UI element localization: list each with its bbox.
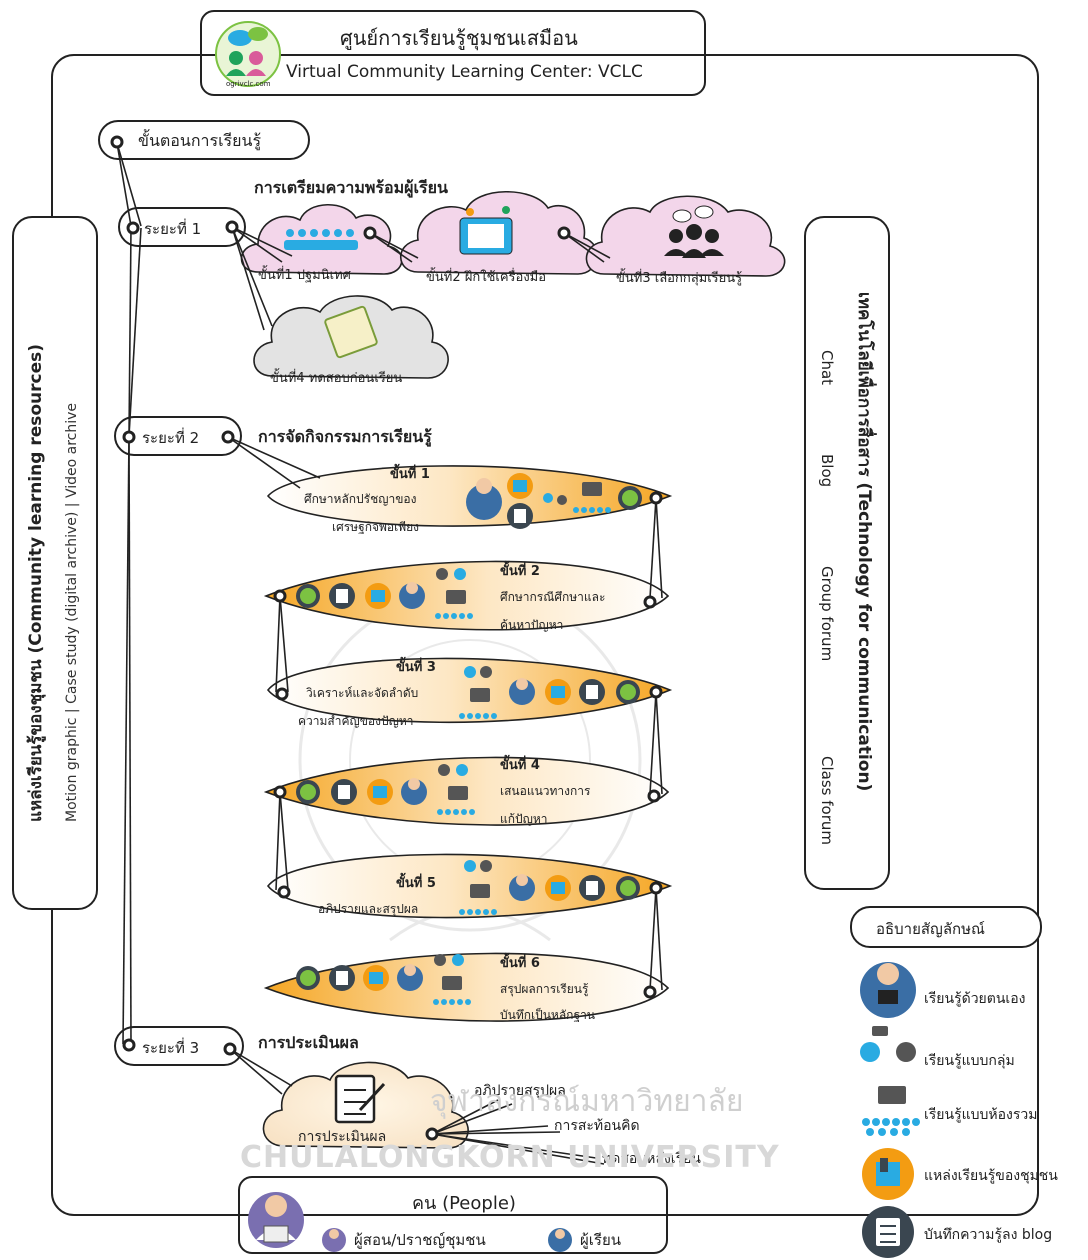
phase2-label: ระยะที่ 2 — [142, 429, 200, 447]
right-panel-item-chat: Chat — [818, 350, 836, 386]
leaf4-line1: เสนอแนวทางการ — [500, 784, 591, 798]
teacher-icon-small — [322, 1228, 346, 1252]
phase1-label-box — [118, 207, 246, 247]
watermark-thai: จุฬาลงกรณ์มหาวิทยาลัย — [430, 1084, 744, 1119]
leaf3-heading: ขั้นที่ 3 — [396, 660, 436, 675]
right-panel-title: เทคโนโลยีเพื่อการสื่อสาร (Technology for… — [854, 292, 874, 792]
phase3-title: การประเมินผล — [258, 1033, 359, 1052]
cloud-step1 — [240, 204, 403, 275]
leaf-icons — [296, 473, 642, 1005]
right-panel-item-group-forum: Group forum — [818, 566, 836, 662]
cloud-step3 — [585, 195, 786, 277]
evaluation-center: การประเมินผล — [298, 1129, 387, 1145]
legend-community-resource-icon — [862, 1148, 914, 1200]
leaf1-line2: เศรษฐกิจพอเพียง — [332, 520, 420, 534]
left-panel — [12, 216, 98, 910]
evaluation-branch-posttest: ทดสอบหลังเรียน — [602, 1151, 701, 1167]
legend-label-community-resource: แหล่งเรียนรู้ของชุมชน — [924, 1168, 1058, 1184]
process-label-box — [98, 120, 310, 160]
phase1-title: การเตรียมความพร้อมผู้เรียน — [254, 178, 448, 197]
people-box — [238, 1176, 668, 1254]
leaf6-line1: สรุปผลการเรียนรู้ — [500, 982, 589, 996]
cloud-icon-group — [664, 205, 724, 258]
legend-group-learning-icon — [860, 1026, 916, 1062]
phase2-connectors — [227, 436, 663, 991]
leaf1-line1: ศึกษาหลักปรัชญาของ — [304, 492, 417, 506]
phase1-step3: ขั้นที่3 เลือกกลุ่มเรียนรู้ — [616, 271, 743, 286]
evaluation-branch-reflect: การสะท้อนคิด — [554, 1118, 640, 1134]
leaf5-heading: ขั้นที่ 5 — [396, 876, 436, 891]
leaf2-heading: ขั้นที่ 2 — [500, 564, 540, 579]
leaf6-heading: ขั้นที่ 6 — [500, 956, 540, 971]
legend-self-study-icon — [860, 962, 916, 1018]
people-teacher-label: ผู้สอน/ปราชญ์ชุมชน — [354, 1231, 486, 1249]
timeline-lines — [116, 142, 142, 1045]
phase2-label-box — [114, 416, 242, 456]
left-panel-subtitle: Motion graphic | Case study (digital arc… — [64, 402, 80, 822]
watermark-english: CHULALONGKORN UNIVERSITY — [240, 1140, 780, 1175]
left-panel-title: แหล่งเรียนรู้ของชุมชน (Community learnin… — [26, 343, 46, 822]
right-panel-item-blog: Blog — [818, 454, 836, 488]
cloud-icon-people-row — [284, 229, 358, 250]
legend-label-group: เรียนรู้แบบกลุ่ม — [924, 1053, 1015, 1069]
phase3-label-box — [114, 1026, 244, 1066]
teacher-avatar-large — [248, 1192, 304, 1248]
phase1-step2: ขั้นที่2 ฝึกใช้เครื่องมือ — [426, 270, 547, 285]
legend-class-learning-icon — [862, 1086, 920, 1136]
leaf4-line2: แก้ปัญหา — [500, 812, 548, 826]
right-panel-item-class-forum: Class forum — [818, 756, 836, 845]
leaf-step2 — [263, 560, 670, 631]
legend-label-class: เรียนรู้แบบห้องรวม — [924, 1107, 1038, 1123]
leaf5-line1: อภิปรายและสรุปผล — [318, 902, 419, 916]
leaf-step3 — [266, 657, 673, 724]
legend-blog-note-icon — [862, 1206, 914, 1258]
phase1-step4: ขั้นที่4 ทดสอบก่อนเรียน — [270, 371, 403, 386]
right-panel — [804, 216, 890, 890]
phase3-label: ระยะที่ 3 — [142, 1039, 200, 1057]
header-title-thai: ศูนย์การเรียนรู้ชุมชนเสมือน — [340, 26, 578, 50]
leaf-step6 — [263, 952, 670, 1022]
legend-title-box — [850, 906, 1042, 948]
leaf6-line2: บันทึกเป็นหลักฐาน — [500, 1008, 596, 1022]
cloud-icon-test-paper — [324, 305, 378, 359]
evaluation-branch-discuss: อภิปรายสรุปผล — [474, 1083, 566, 1099]
leaf2-line1: ศึกษากรณีศึกษาและ — [500, 590, 606, 604]
people-learner-label: ผู้เรียน — [580, 1231, 622, 1249]
leaf2-line2: ค้นหาปัญหา — [500, 618, 564, 632]
vclc-logo — [215, 21, 281, 87]
legend-label-blog: บันทึกความรู้ลง blog — [924, 1227, 1053, 1243]
phase1-step1: ขั้นที่1 ปฐมนิเทศ — [258, 268, 351, 283]
cloud-evaluation — [262, 1061, 469, 1149]
leaf4-heading: ขั้นที่ 4 — [500, 758, 540, 773]
header-logo-text: ogrivclc.com — [226, 80, 271, 88]
people-title: คน (People) — [412, 1193, 516, 1214]
legend-label-self-study: เรียนรู้ด้วยตนเอง — [924, 991, 1026, 1007]
leaf1-heading: ขั้นที่ 1 — [390, 467, 430, 482]
phase2-title: การจัดกิจกรรมการเรียนรู้ — [258, 427, 432, 446]
phase1-label: ระยะที่ 1 — [144, 220, 202, 238]
header-box — [200, 10, 706, 96]
process-label: ขั้นตอนการเรียนรู้ — [138, 131, 262, 150]
leaf-step5 — [266, 853, 673, 919]
legend-title: อธิบายสัญลักษณ์ — [876, 920, 985, 938]
header-title-english: Virtual Community Learning Center: VCLC — [286, 62, 643, 82]
leaf3-line2: ความสำคัญของปัญหา — [298, 714, 414, 728]
cloud-icon-tools — [459, 206, 513, 255]
leaf3-line1: วิเคราะห์และจัดลำดับ — [306, 686, 419, 700]
learner-icon-small — [548, 1228, 572, 1252]
